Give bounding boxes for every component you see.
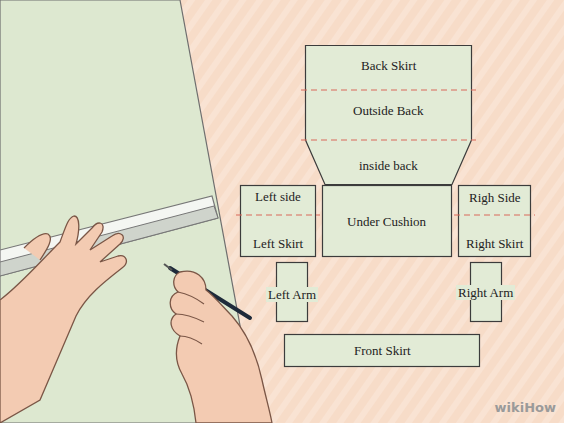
piece-label: Under Cushion	[347, 214, 426, 229]
piece-label: Left Arm	[266, 287, 318, 302]
watermark: wikiHow	[495, 400, 556, 415]
pattern-piece: Under Cushion	[322, 185, 452, 257]
pattern-piece: Front Skirt	[284, 334, 480, 367]
piece-label: Front Skirt	[354, 343, 411, 358]
pattern-piece: Left Arm	[276, 262, 308, 322]
piece-label: Left side	[255, 189, 301, 204]
pattern-piece: Righ SideRight Skirt	[458, 185, 531, 257]
piece-label: Righ Side	[469, 190, 521, 205]
piece-label: inside back	[359, 158, 418, 173]
pattern-piece: Left sideLeft Skirt	[240, 185, 316, 257]
pattern-piece: Right Arm	[470, 262, 502, 322]
piece-label: Left Skirt	[253, 236, 303, 251]
pattern-piece: Back SkirtOutside Back inside back	[305, 45, 472, 185]
piece-label: Right Skirt	[466, 236, 523, 251]
piece-label: Outside Back	[353, 103, 423, 118]
piece-label: Right Arm	[456, 285, 515, 300]
piece-label: Back Skirt	[361, 58, 416, 73]
